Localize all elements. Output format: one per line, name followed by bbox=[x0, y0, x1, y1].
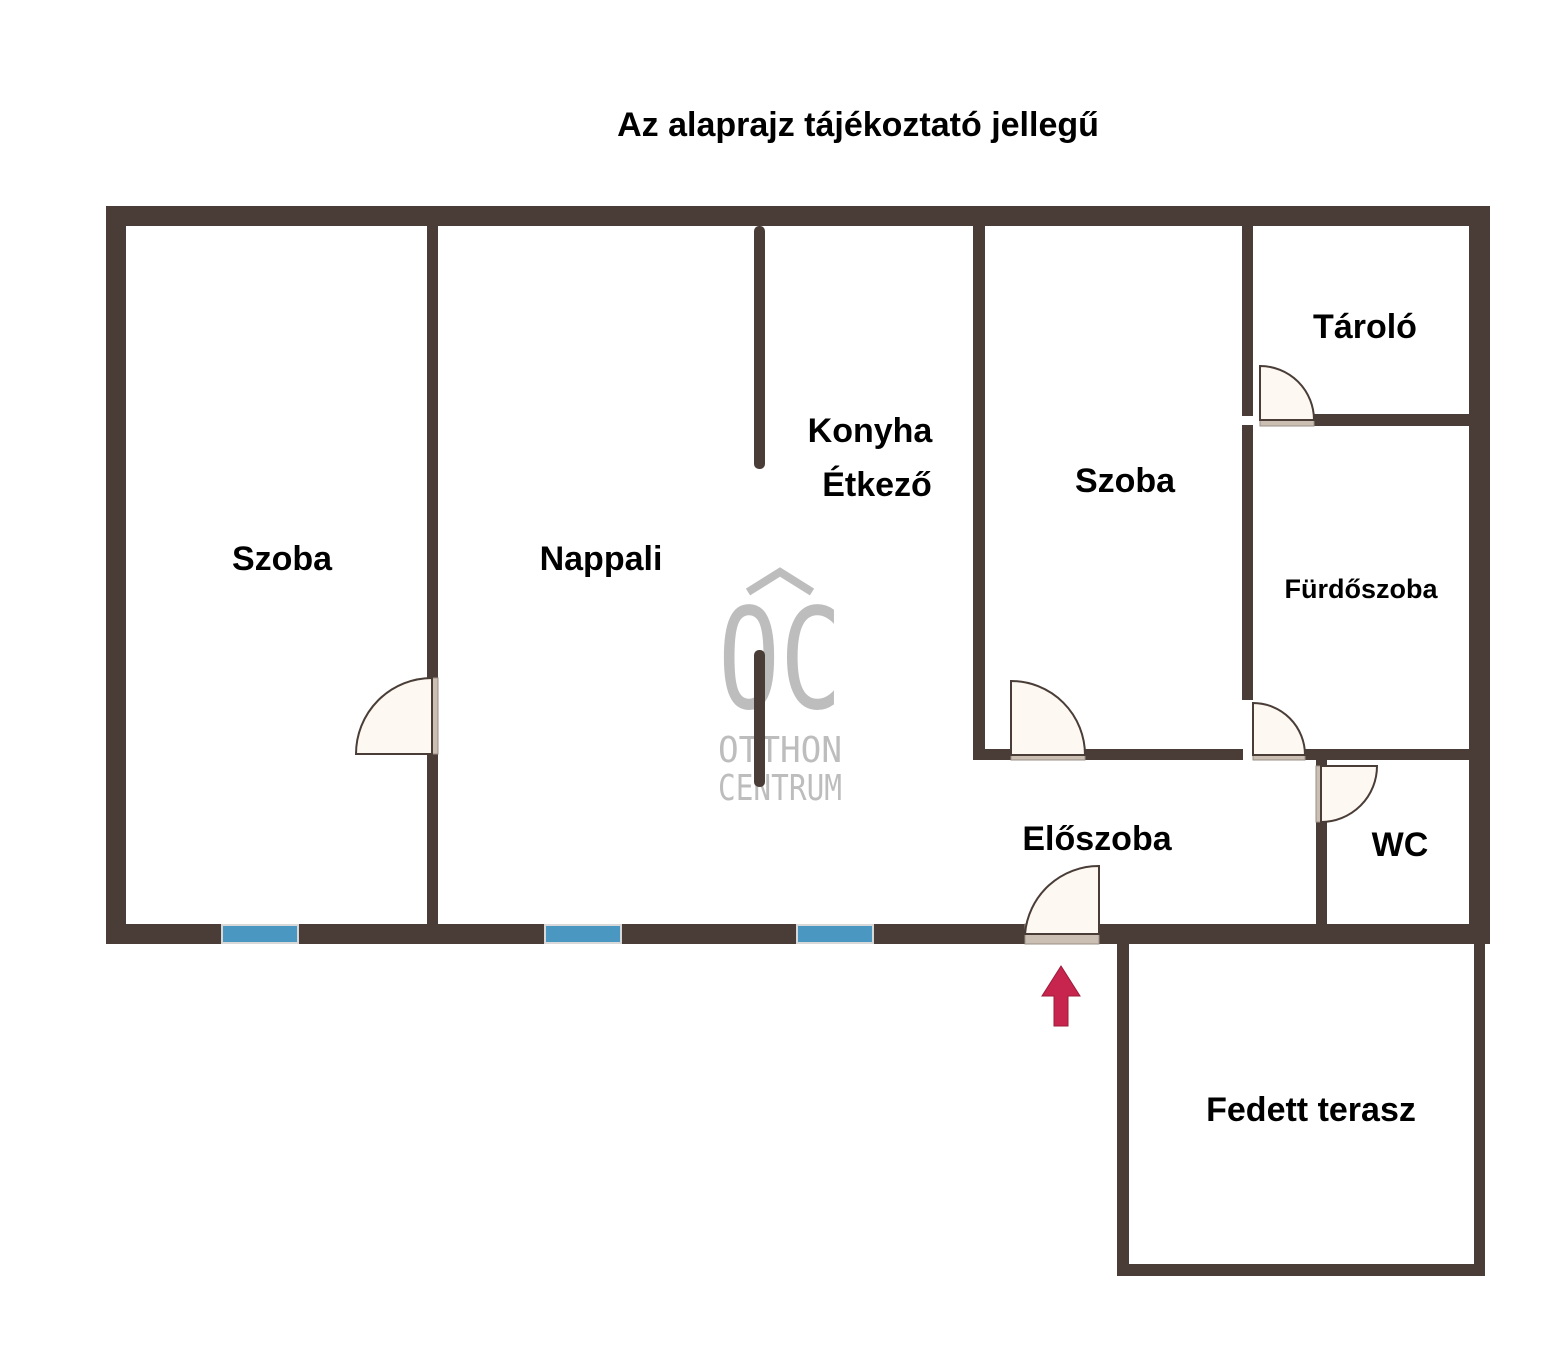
plan-title: Az alaprajz tájékoztató jellegű bbox=[617, 106, 1099, 144]
wall-szoba-furdo-upper bbox=[1242, 226, 1253, 416]
window-szoba bbox=[221, 924, 299, 944]
room-label-konyha: Konyha bbox=[808, 412, 934, 450]
door-entrance bbox=[1023, 864, 1100, 945]
otthon-centrum-watermark: OC OTTHON CENTRUM bbox=[718, 567, 842, 809]
room-label-szoba-right: Szoba bbox=[1075, 462, 1176, 500]
watermark-line-1: OTTHON bbox=[718, 730, 842, 771]
door-szoba-right bbox=[1010, 679, 1087, 761]
outer-wall-left bbox=[106, 206, 126, 944]
room-label-nappali: Nappali bbox=[540, 540, 663, 578]
room-label-tarolo: Tároló bbox=[1313, 308, 1417, 346]
watermark-logo: OC bbox=[718, 579, 842, 742]
wall-nappali-konyha-upper bbox=[754, 226, 765, 469]
room-label-wc: WC bbox=[1372, 826, 1429, 864]
wall-szoba-nappali-lower bbox=[427, 754, 438, 924]
window-konyha bbox=[796, 924, 874, 944]
window-nappali bbox=[544, 924, 622, 944]
wall-konyha-szoba bbox=[973, 226, 985, 760]
watermark-roof-icon bbox=[745, 567, 815, 596]
door-szoba-left bbox=[354, 676, 439, 755]
room-label-etkezo: Étkező bbox=[822, 466, 932, 504]
wall-furdo-bottom bbox=[1305, 749, 1469, 760]
wall-tarolo-bottom bbox=[1314, 414, 1469, 426]
door-furdoszoba bbox=[1252, 701, 1307, 761]
wall-szoba-bottom-right bbox=[1085, 749, 1243, 760]
outer-wall-top bbox=[106, 206, 1490, 226]
terasz-wall-right bbox=[1474, 944, 1485, 1276]
windows bbox=[221, 924, 874, 944]
entrance-arrow-icon bbox=[1041, 965, 1081, 1027]
wall-wc-left-upper bbox=[1316, 749, 1327, 766]
walls bbox=[106, 206, 1490, 1276]
watermark-line-2: CENTRUM bbox=[718, 768, 842, 809]
room-label-furdoszoba: Fürdőszoba bbox=[1285, 574, 1439, 604]
room-label-eloszoba: Előszoba bbox=[1022, 820, 1172, 858]
room-labels: Szoba Nappali Konyha Étkező Szoba Tároló… bbox=[232, 308, 1439, 1129]
wall-wc-left-lower bbox=[1316, 822, 1327, 924]
room-label-fedett-terasz: Fedett terasz bbox=[1206, 1091, 1416, 1129]
wall-nappali-konyha-lower bbox=[754, 650, 765, 787]
terasz-wall-left bbox=[1117, 944, 1129, 1276]
outer-wall-right bbox=[1469, 206, 1490, 944]
room-label-szoba-left: Szoba bbox=[232, 540, 333, 578]
wall-szoba-nappali-upper bbox=[427, 226, 438, 678]
wall-szoba-bottom-left bbox=[973, 749, 1011, 760]
wall-szoba-furdo-lower bbox=[1242, 425, 1253, 700]
terasz-wall-bottom bbox=[1117, 1264, 1485, 1276]
doors bbox=[354, 364, 1379, 945]
door-tarolo bbox=[1259, 364, 1316, 427]
door-wc bbox=[1315, 765, 1379, 824]
